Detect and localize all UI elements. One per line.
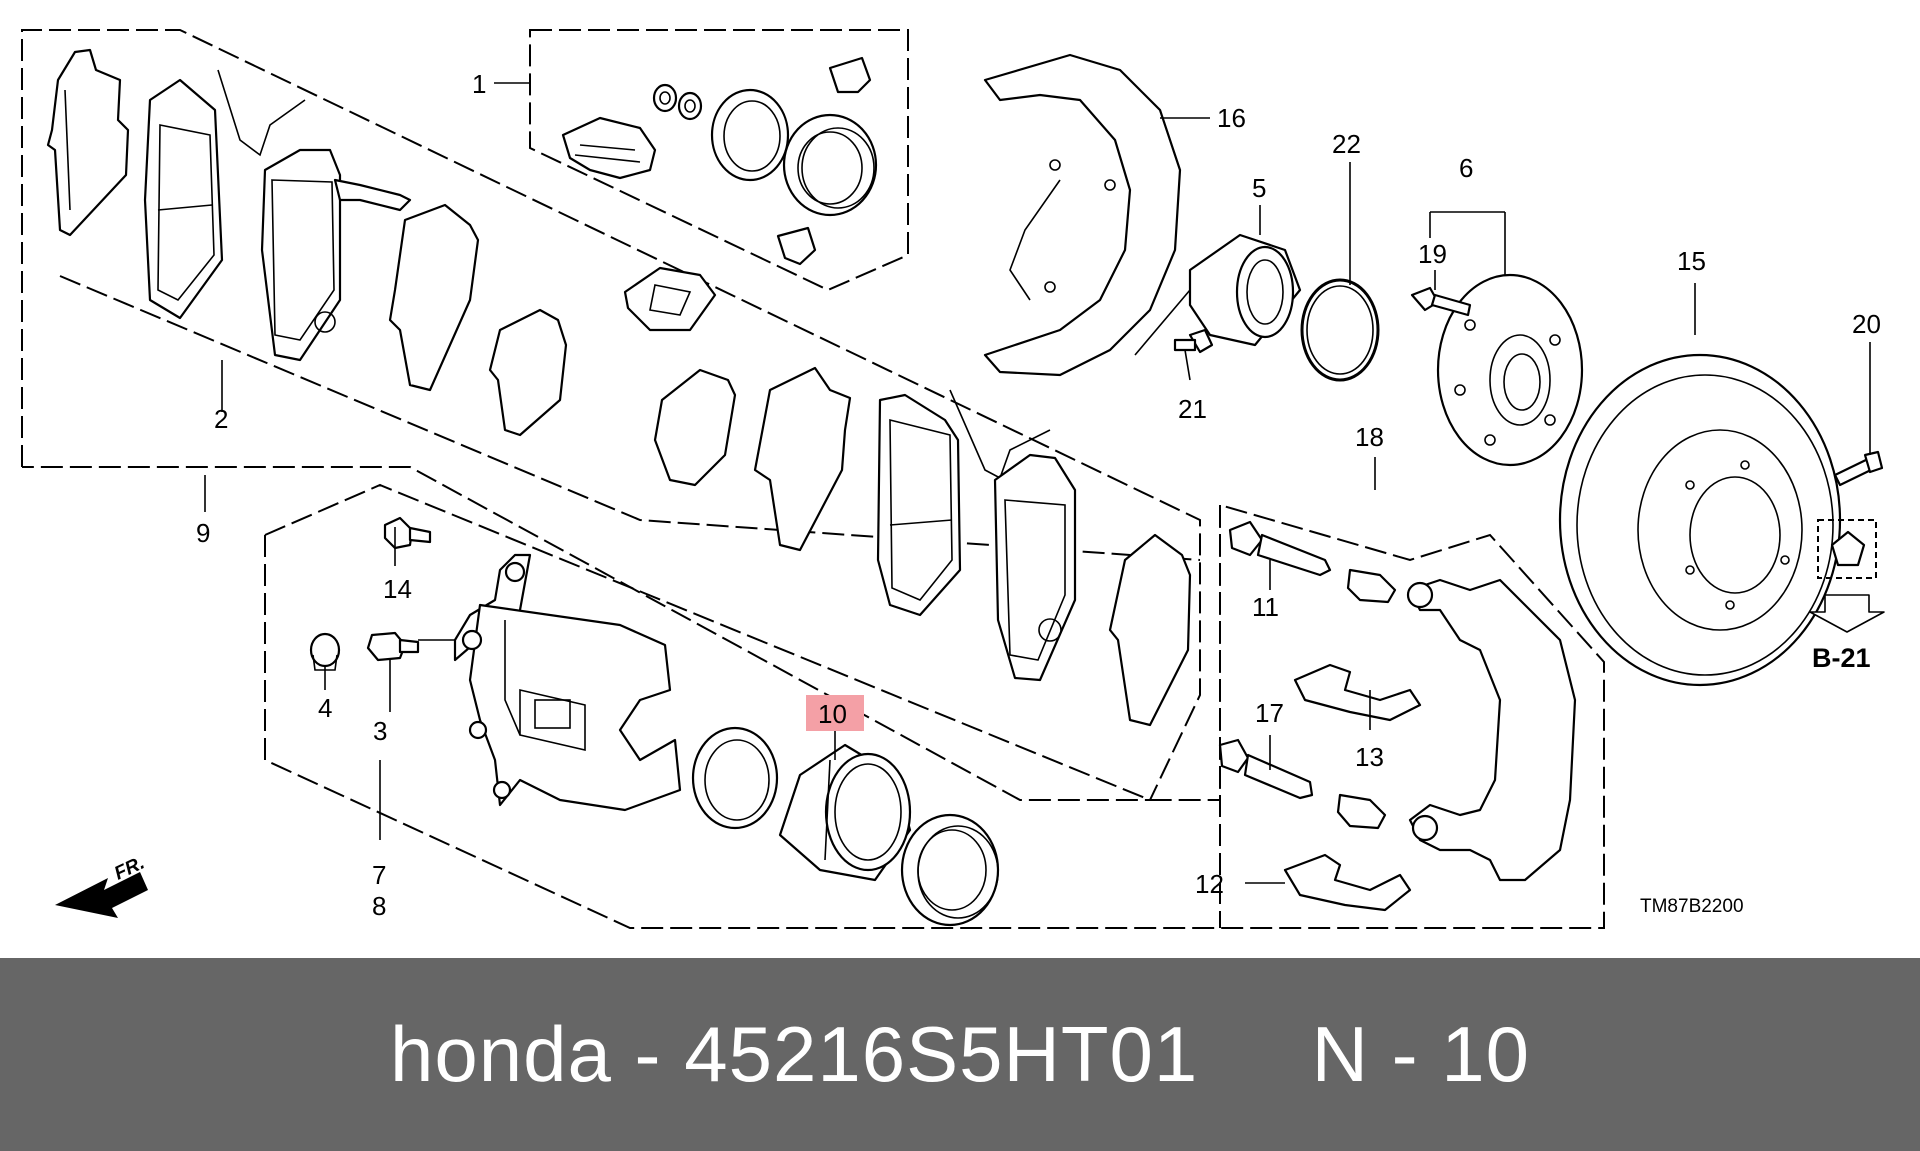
disc-screw [1833,450,1884,487]
highlight-box [806,695,864,731]
shim-left [388,203,480,392]
pad-shim-outer-left [46,48,130,237]
caption-text: honda - 45216S5HT01 N - 10 [389,1010,1530,1098]
group-7-boundary [264,483,1220,801]
anti-rattle-spring-left [217,69,306,157]
pad-retainer-upper [1293,663,1422,722]
pin-boot-upper [1346,568,1397,604]
seal-kit [561,56,878,266]
callout-18: 18 [1355,422,1384,452]
callout-9: 9 [196,518,210,548]
caliper-piston [778,743,912,882]
brake-pad-inner-right [993,453,1077,682]
callout-labels: 1 2 3 4 5 6 7 8 9 10 11 12 13 14 15 16 1… [196,69,1881,921]
callout-13: 13 [1355,742,1384,772]
callout-7: 7 [372,860,386,890]
grease-packet [623,266,717,332]
callout-16: 16 [1217,103,1246,133]
piston-boot [900,813,1000,927]
piston-seal [691,726,779,830]
brake-pad-right [876,393,962,617]
guide-pin-upper [1228,520,1332,577]
callout-2: 2 [214,404,228,434]
callout-20: 20 [1852,309,1881,339]
hub-bearing [1188,233,1302,347]
snap-ring [1300,278,1380,382]
guide-pin-lower [1218,738,1314,800]
callout-21: 21 [1178,394,1207,424]
callout-17: 17 [1255,698,1284,728]
group-9-boundary [21,29,1201,801]
pad-retainer-lower [1283,853,1412,912]
ref-box [1809,519,1885,633]
brake-disc [1558,353,1842,687]
callout-15: 15 [1677,246,1706,276]
callout-8: 8 [372,891,386,921]
caliper-bracket [1406,578,1577,882]
callout-6: 6 [1459,153,1473,183]
caliper-body [453,553,682,812]
ref-label: B-21 [1812,643,1871,673]
pin-boot-lower [1336,793,1387,830]
leader-lines [204,82,1871,884]
bleeder-cap [309,632,341,671]
callout-19: 19 [1418,239,1447,269]
group-7-lower-boundary [264,503,1605,929]
brake-pad-left [143,78,224,320]
callout-4: 4 [318,693,332,723]
brake-pad-inner-left [260,148,412,362]
callout-1: 1 [472,69,486,99]
front-arrow: FR. [55,853,148,918]
callout-10: 10 [818,699,847,729]
callout-11: 11 [1252,592,1279,622]
drawing-code: TM87B2200 [1640,896,1744,917]
shim-right-2 [753,366,852,552]
exploded-parts-diagram: FR. [21,29,1885,929]
callout-14: 14 [383,574,412,604]
caliper-bolt [383,516,432,550]
hub-flange [1436,273,1584,467]
shim-right-3 [1108,533,1192,727]
shield-bolt [1173,328,1214,354]
shim-right-1 [653,368,737,487]
callout-3: 3 [373,716,387,746]
callout-12: 12 [1195,869,1224,899]
wheel-stud [1410,286,1472,317]
callout-5: 5 [1252,173,1266,203]
bleeder-screw [366,631,420,662]
splash-shield [983,53,1182,377]
callout-22: 22 [1332,129,1361,159]
group-1-boundary [529,29,909,292]
shim-left-2 [488,308,568,437]
caption-bar: honda - 45216S5HT01 N - 10 [0,958,1920,1151]
